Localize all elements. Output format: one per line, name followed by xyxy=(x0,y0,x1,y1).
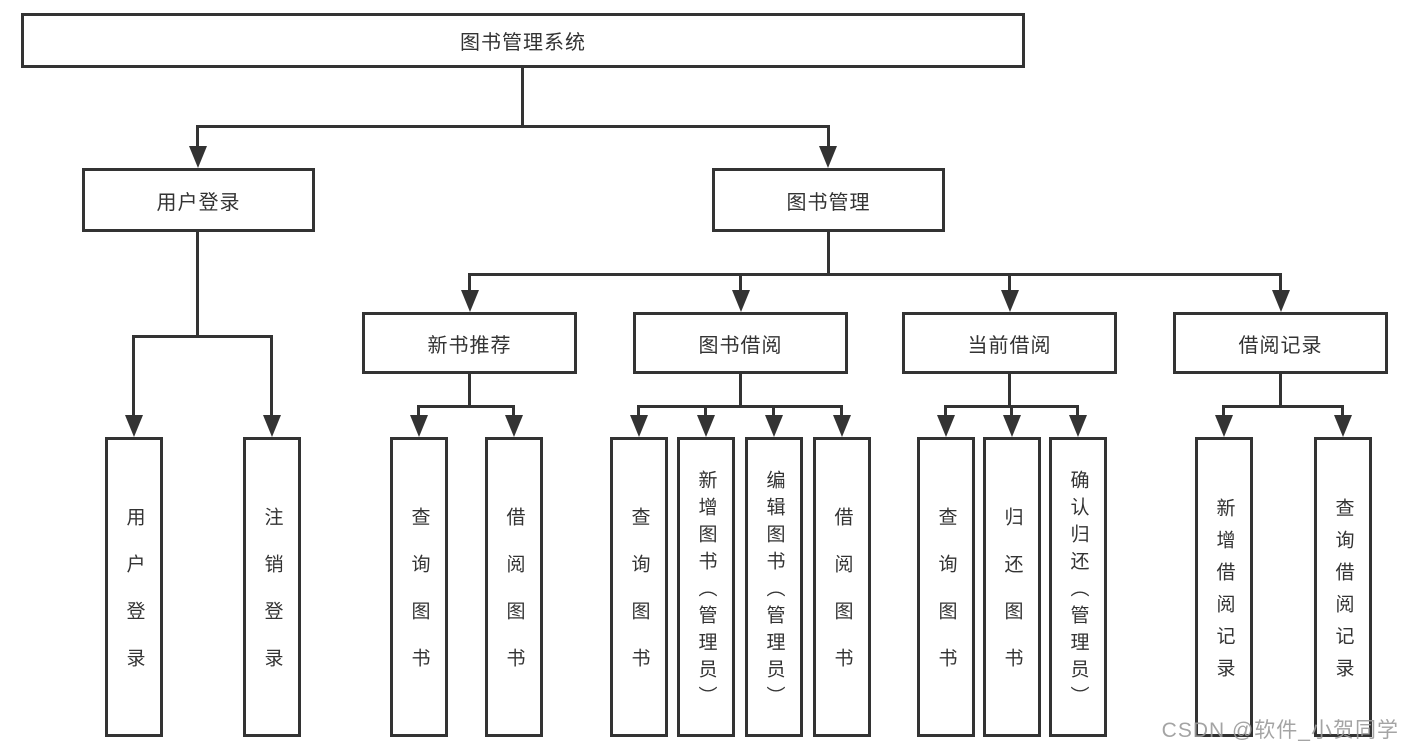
connector-line xyxy=(132,335,273,338)
leaf-add-book-admin-label: 新增图书（管理员） xyxy=(695,469,717,713)
connector-line xyxy=(196,232,199,335)
leaf-query-books-1-label: 查询图书 xyxy=(408,507,430,695)
arrow-down-icon xyxy=(189,146,207,168)
connector-line xyxy=(468,273,471,292)
arrow-down-icon xyxy=(410,415,428,437)
connector-line xyxy=(827,125,830,150)
connector-line xyxy=(637,405,640,417)
connector-line xyxy=(1279,273,1282,292)
node-book-management-label: 图书管理 xyxy=(786,191,871,214)
leaf-query-books-2: 查询图书 xyxy=(610,437,668,737)
node-current-borrow-label: 当前借阅 xyxy=(967,334,1052,357)
connector-line xyxy=(196,125,199,150)
leaf-query-borrow-record-label: 查询借阅记录 xyxy=(1332,497,1354,690)
connector-line xyxy=(637,405,843,408)
node-new-book-recommend: 新书推荐 xyxy=(362,312,577,374)
arrow-down-icon xyxy=(732,290,750,312)
leaf-add-borrow-record-label: 新增借阅记录 xyxy=(1213,497,1235,690)
leaf-query-borrow-record: 查询借阅记录 xyxy=(1314,437,1372,737)
leaf-query-books-3: 查询图书 xyxy=(917,437,975,737)
connector-line xyxy=(739,273,742,292)
leaf-return-books-label: 归还图书 xyxy=(1001,507,1023,695)
arrow-down-icon xyxy=(1001,290,1019,312)
connector-line xyxy=(521,68,524,125)
node-user-login: 用户登录 xyxy=(82,168,315,232)
connector-line xyxy=(417,405,420,417)
leaf-borrow-books-2-label: 借阅图书 xyxy=(831,507,853,695)
leaf-query-books-2-label: 查询图书 xyxy=(628,507,650,695)
arrow-down-icon xyxy=(461,290,479,312)
leaf-borrow-books-1-label: 借阅图书 xyxy=(503,507,525,695)
arrow-down-icon xyxy=(765,415,783,437)
node-user-login-label: 用户登录 xyxy=(156,191,241,214)
arrow-down-icon xyxy=(1215,415,1233,437)
connector-line xyxy=(512,405,515,417)
connector-line xyxy=(1222,405,1225,417)
node-book-borrow-label: 图书借阅 xyxy=(698,334,783,357)
leaf-confirm-return-admin-label: 确认归还（管理员） xyxy=(1067,469,1089,713)
connector-line xyxy=(1341,405,1344,417)
connector-line xyxy=(772,405,775,417)
leaf-logout-label: 注销登录 xyxy=(261,507,283,695)
connector-line xyxy=(944,405,947,417)
connector-line xyxy=(1279,374,1282,405)
arrow-down-icon xyxy=(1334,415,1352,437)
leaf-confirm-return-admin: 确认归还（管理员） xyxy=(1049,437,1107,737)
leaf-user-login-label: 用户登录 xyxy=(123,507,145,695)
connector-line xyxy=(1010,405,1013,417)
connector-line xyxy=(827,232,830,273)
node-root-label: 图书管理系统 xyxy=(460,32,586,54)
connector-line xyxy=(1222,405,1344,408)
leaf-user-login: 用户登录 xyxy=(105,437,163,737)
arrow-down-icon xyxy=(1272,290,1290,312)
leaf-logout: 注销登录 xyxy=(243,437,301,737)
arrow-down-icon xyxy=(833,415,851,437)
arrow-down-icon xyxy=(263,415,281,437)
arrow-down-icon xyxy=(819,146,837,168)
connector-line xyxy=(270,335,273,417)
leaf-return-books: 归还图书 xyxy=(983,437,1041,737)
leaf-add-borrow-record: 新增借阅记录 xyxy=(1195,437,1253,737)
node-root: 图书管理系统 xyxy=(21,13,1025,68)
leaf-query-books-3-label: 查询图书 xyxy=(935,507,957,695)
connector-line xyxy=(739,374,742,405)
leaf-add-book-admin: 新增图书（管理员） xyxy=(677,437,735,737)
connector-line xyxy=(1008,374,1011,405)
connector-line xyxy=(840,405,843,417)
arrow-down-icon xyxy=(1003,415,1021,437)
leaf-edit-book-admin-label: 编辑图书（管理员） xyxy=(763,469,785,713)
arrow-down-icon xyxy=(937,415,955,437)
connector-line xyxy=(132,335,135,417)
connector-line xyxy=(1008,273,1011,292)
node-book-management: 图书管理 xyxy=(712,168,945,232)
connector-line xyxy=(704,405,707,417)
node-borrow-records-label: 借阅记录 xyxy=(1238,334,1323,357)
connector-line xyxy=(1076,405,1079,417)
leaf-edit-book-admin: 编辑图书（管理员） xyxy=(745,437,803,737)
node-new-book-recommend-label: 新书推荐 xyxy=(427,334,512,357)
leaf-borrow-books-1: 借阅图书 xyxy=(485,437,543,737)
arrow-down-icon xyxy=(505,415,523,437)
arrow-down-icon xyxy=(125,415,143,437)
connector-line xyxy=(417,405,515,408)
node-current-borrow: 当前借阅 xyxy=(902,312,1117,374)
leaf-query-books-1: 查询图书 xyxy=(390,437,448,737)
leaf-borrow-books-2: 借阅图书 xyxy=(813,437,871,737)
arrow-down-icon xyxy=(630,415,648,437)
connector-line xyxy=(468,374,471,405)
connector-line xyxy=(196,125,830,128)
csdn-watermark: CSDN @软件_小贺同学 xyxy=(1161,719,1399,742)
node-book-borrow: 图书借阅 xyxy=(633,312,848,374)
node-borrow-records: 借阅记录 xyxy=(1173,312,1388,374)
arrow-down-icon xyxy=(697,415,715,437)
connector-line xyxy=(468,273,1282,276)
arrow-down-icon xyxy=(1069,415,1087,437)
